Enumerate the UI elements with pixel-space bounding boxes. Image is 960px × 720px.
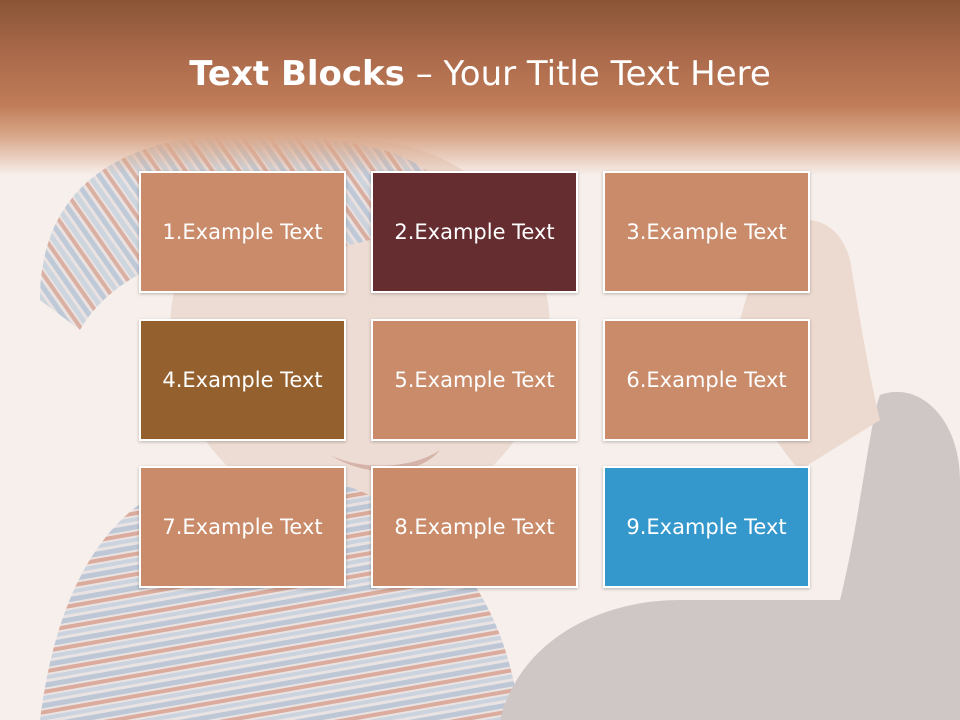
header-band [0, 0, 960, 175]
text-block-9[interactable]: 9.Example Text [603, 466, 810, 588]
text-block-2[interactable]: 2.Example Text [371, 171, 578, 293]
title-rest: Your Title Text Here [443, 54, 771, 94]
title-bold: Text Blocks [189, 54, 405, 94]
text-block-6[interactable]: 6.Example Text [603, 319, 810, 441]
text-block-4[interactable]: 4.Example Text [139, 319, 346, 441]
slide-title: Text Blocks – Your Title Text Here [0, 52, 960, 96]
text-block-7[interactable]: 7.Example Text [139, 466, 346, 588]
text-block-8[interactable]: 8.Example Text [371, 466, 578, 588]
text-block-3[interactable]: 3.Example Text [603, 171, 810, 293]
text-block-5[interactable]: 5.Example Text [371, 319, 578, 441]
text-block-1[interactable]: 1.Example Text [139, 171, 346, 293]
title-dash: – [404, 54, 444, 94]
